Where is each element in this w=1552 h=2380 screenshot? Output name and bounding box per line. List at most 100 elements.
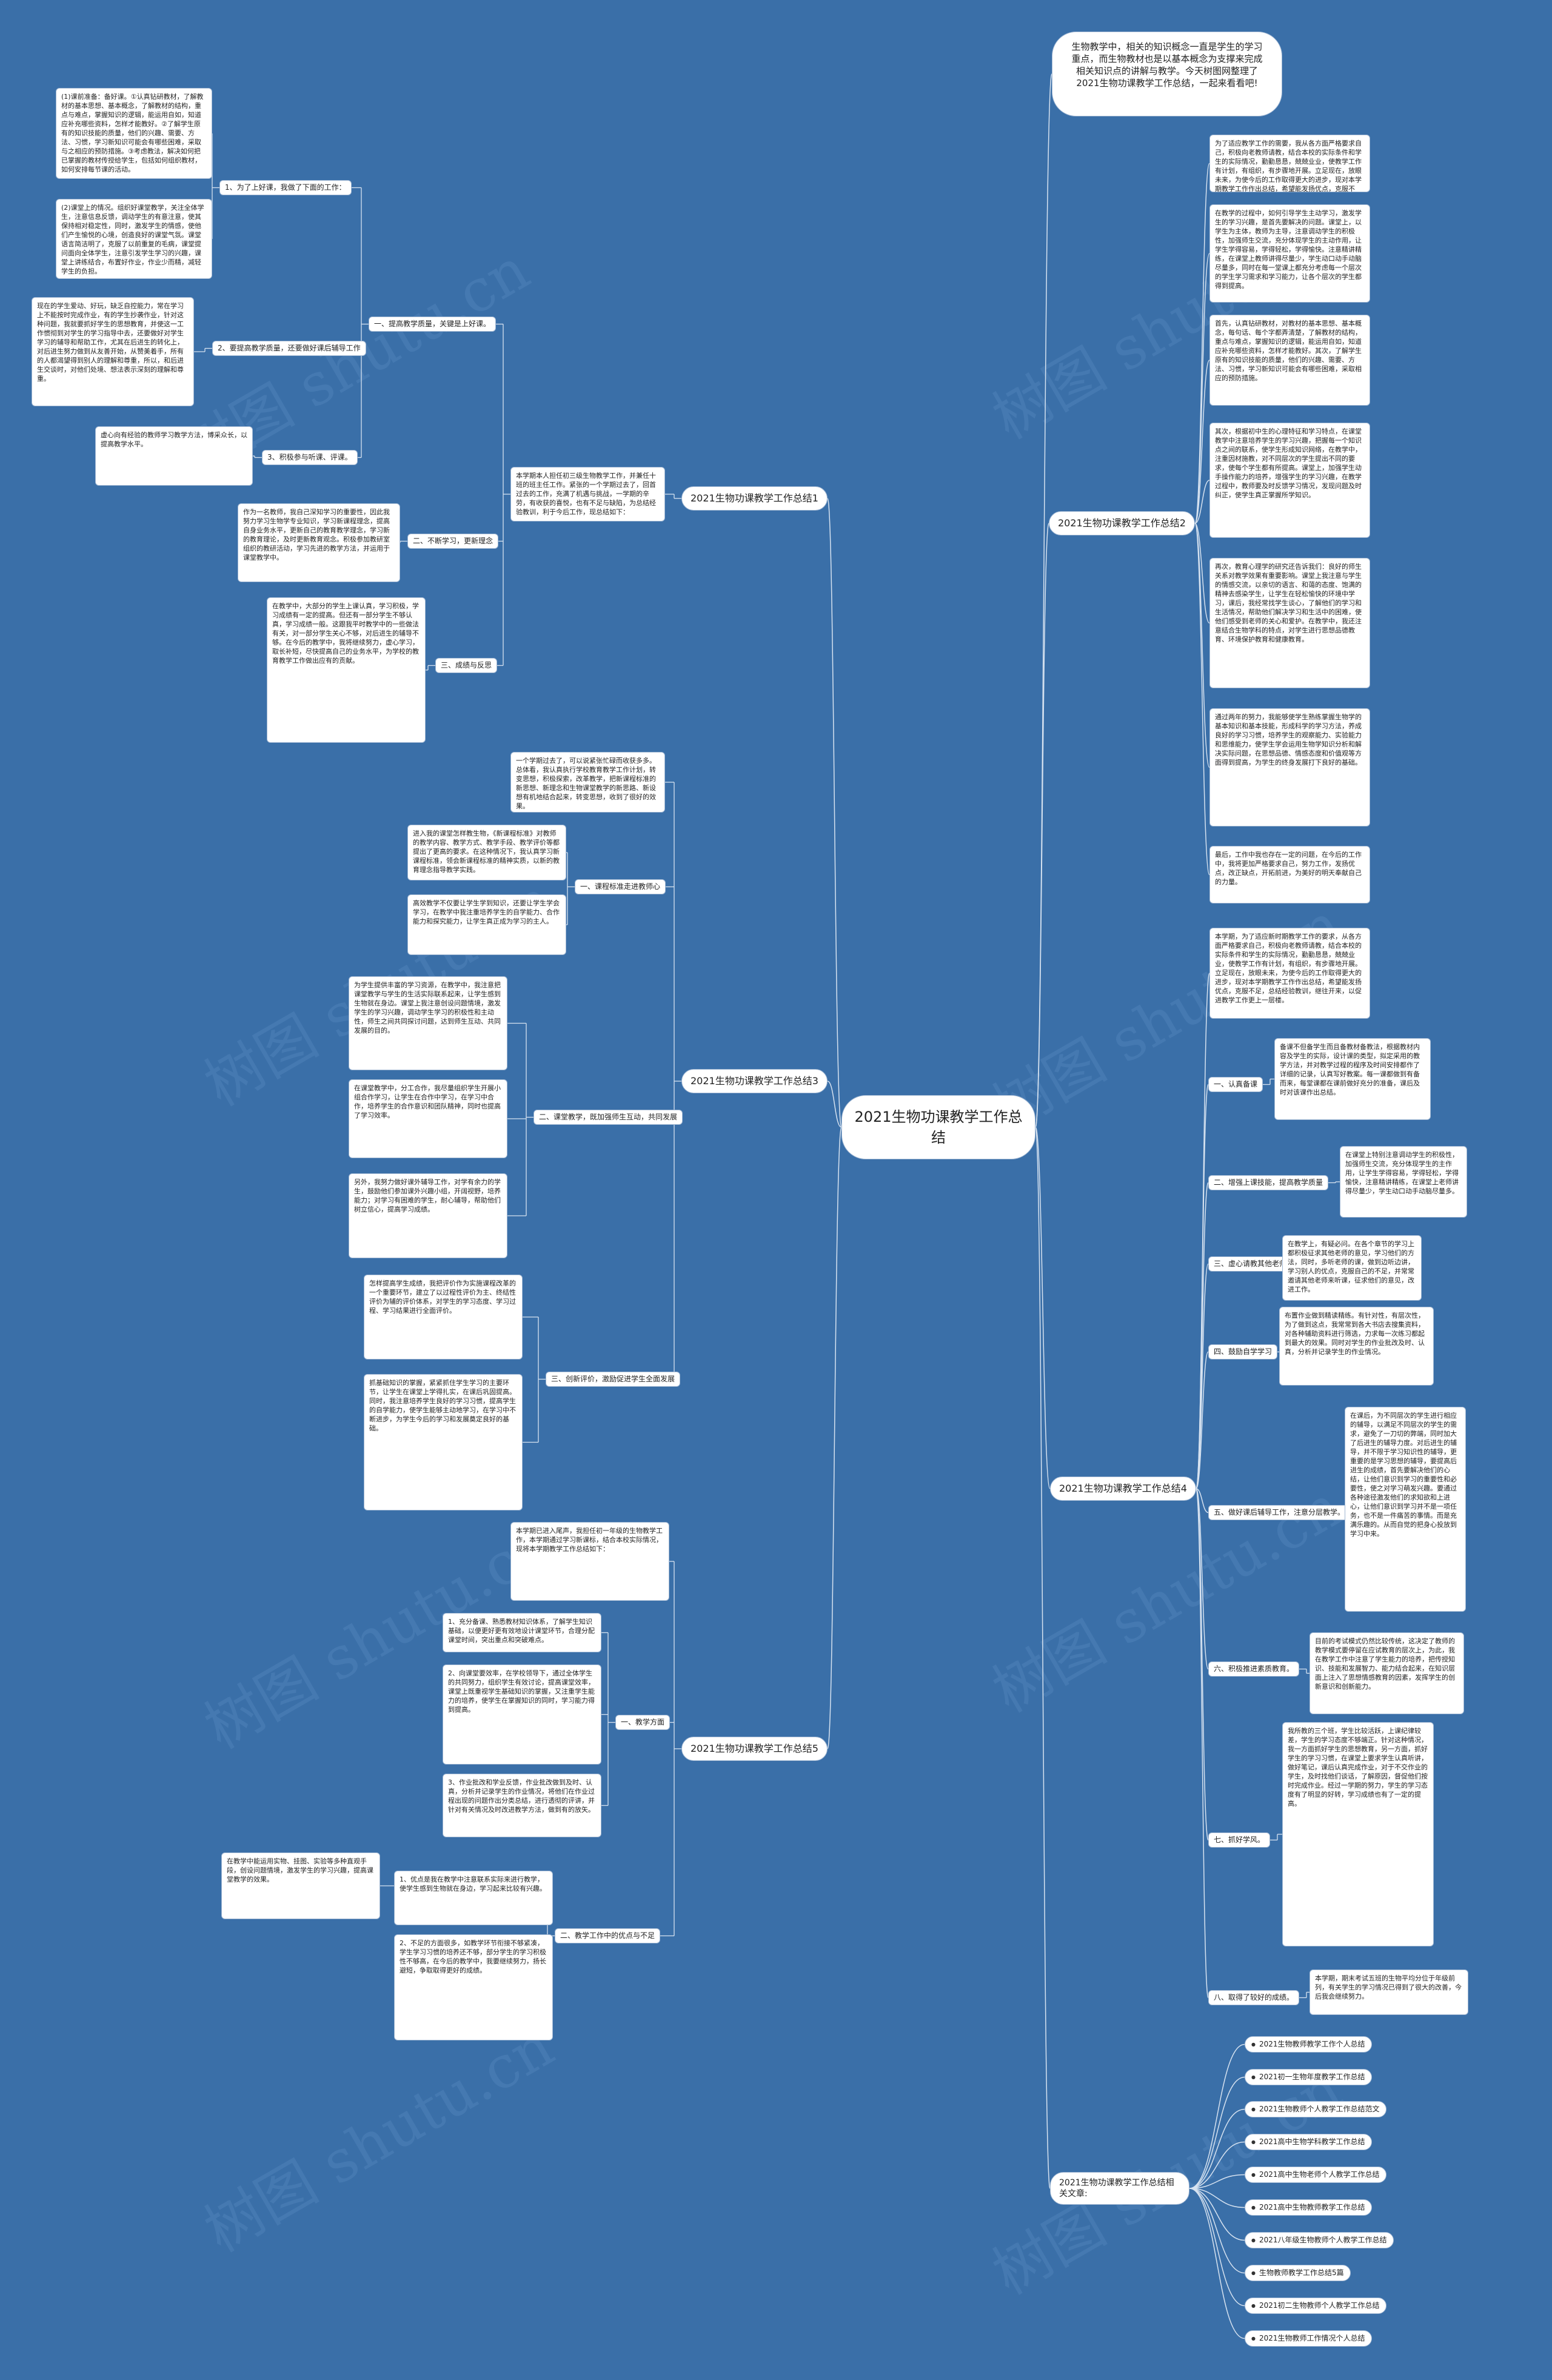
section-2-text: 为了适应教学工作的需要，我从各方面严格要求自己，积极向老教师请教，结合本校的实际… xyxy=(1209,135,1370,192)
section-3-sub-3[interactable]: 三、创新评价，激励促进学生全面发展 xyxy=(546,1372,681,1387)
section-1-text: 虚心向有经验的教师学习教学方法，博采众长，以提高教学水平。 xyxy=(95,426,253,486)
related-article-link[interactable]: 生物教师教学工作总结5篇 xyxy=(1245,2265,1351,2281)
section-5-text: 2、不足的方面很多，如教学环节衔接不够紧凑，学生学习习惯的培养还不够，部分学生的… xyxy=(394,1934,553,2040)
section-2-text: 在教学的过程中，如何引导学生主动学习，激发学生的学习兴趣，是首先要解决的问题。课… xyxy=(1209,204,1370,303)
section-2-text: 首先，认真钻研教材，对教材的基本思想、基本概念，每句话、每个字都弄清楚，了解教材… xyxy=(1209,315,1370,406)
section-5-text: 1、优点是我在教学中注意联系实际来进行教学，使学生感到生物就在身边，学习起来比较… xyxy=(394,1871,553,1925)
related-article-link[interactable]: 2021生物教师工作情况个人总结 xyxy=(1245,2330,1372,2347)
section-4-text: 布置作业做到精读精练。有针对性，有层次性，为了做到这点，我常常到各大书店去搜集资… xyxy=(1279,1307,1434,1386)
related-article-link[interactable]: 2021生物教师个人教学工作总结范文 xyxy=(1245,2101,1386,2117)
section-4-text: 我所教的三个班，学生比较活跃，上课纪律较差，学生的学习态度不够端正。针对这种情况… xyxy=(1282,1722,1434,1946)
connector-line xyxy=(1196,1351,1209,1489)
section-5-sub-1[interactable]: 一、教学方面 xyxy=(615,1715,671,1730)
section-1-sub-1[interactable]: 一、提高教学质量，关键是上好课。 xyxy=(369,317,497,332)
connector-line xyxy=(1189,2108,1245,2189)
connector-line xyxy=(1189,2174,1245,2189)
connector-line xyxy=(1035,1127,1051,2189)
section-4-sub-2[interactable]: 二、增强上课技能，提高教学质量 xyxy=(1208,1175,1329,1190)
section-1-sub-1d[interactable]: 3、积极参与听课、评课。 xyxy=(262,450,358,465)
connector-line xyxy=(1194,253,1210,524)
section-4-sub-6[interactable]: 六、积极推进素质教育。 xyxy=(1208,1661,1300,1677)
section-5-lead: 本学期已进入尾声，我担任初一年级的生物教学工作，本学期通过学习新课标，结合本校实… xyxy=(510,1522,669,1601)
connector-line xyxy=(1194,523,1210,768)
connector-line xyxy=(827,498,842,1128)
section-2-text: 再次，教育心理学的研究还告诉我们：良好的师生关系对教学效果有重要影响。课堂上我注… xyxy=(1209,558,1370,688)
section-3-text: 高效教学不仅要让学生学到知识，还要让学生学会学习，在教学中我注重培养学生的自学能… xyxy=(407,894,566,955)
section-3-lead: 一个学期过去了，可以说紧张忙碌而收获多多。总体看，我认真执行学校教育教学工作计划… xyxy=(510,752,665,813)
section-1-sub-1a[interactable]: 1、为了上好课，我做了下面的工作： xyxy=(219,180,352,195)
related-article-link[interactable]: 2021生物教师教学工作个人总结 xyxy=(1245,2036,1372,2053)
connector-line xyxy=(827,1081,842,1128)
section-4-sub-7[interactable]: 七、抓好学风。 xyxy=(1208,1832,1271,1848)
section-3-text: 抓基础知识的掌握，紧紧抓住学生学习的主要环节，让学生在课堂上学得扎实，在课后巩固… xyxy=(364,1374,523,1510)
section-4-text: 备课不但备学生而且备教材备教法，根据教材内容及学生的实际，设计课的类型，拟定采用… xyxy=(1274,1038,1431,1120)
connector-line xyxy=(1194,480,1210,524)
root-node[interactable]: 2021生物功课教学工作总结 xyxy=(841,1095,1035,1159)
related-articles-title[interactable]: 2021生物功课教学工作总结相关文章: xyxy=(1050,2172,1189,2205)
section-2-text: 通过两年的努力，我能够使学生熟练掌握生物学的基本知识和基本技能，形成科学的学习方… xyxy=(1209,708,1370,826)
section-4-sub-1[interactable]: 一、认真备课 xyxy=(1208,1077,1263,1092)
section-3-sub-2[interactable]: 二、课堂教学，既加强师生互动，共同发展 xyxy=(534,1110,683,1125)
section-3-sub-1[interactable]: 一、课程标准走进教师心 xyxy=(575,879,666,894)
related-article-link[interactable]: 2021初二生物教师个人教学工作总结 xyxy=(1245,2298,1386,2314)
related-article-link[interactable]: 2021高中生物学科教学工作总结 xyxy=(1245,2134,1372,2150)
section-4-text: 在教学上，有疑必问。在各个章节的学习上都积极征求其他老师的意见，学习他们的方法，… xyxy=(1282,1235,1422,1301)
intro-node[interactable]: 生物教学中，相关的知识概念一直是学生的学习重点，而生物教材也是以基本概念为支撑来… xyxy=(1052,32,1282,116)
section-1-sub-3[interactable]: 三、成绩与反思 xyxy=(435,658,498,673)
section-4-sub-8[interactable]: 八、取得了较好的成绩。 xyxy=(1208,1990,1300,2005)
connector-line xyxy=(827,1127,842,1749)
section-3-title[interactable]: 2021生物功课教学工作总结3 xyxy=(681,1069,828,1093)
section-4-lead: 本学期，为了适应新时期教学工作的要求，从各方面严格要求自己，积极向老教师请教，结… xyxy=(1209,928,1370,1019)
connector-line xyxy=(1194,523,1210,876)
connector-line xyxy=(1196,1488,1209,1670)
section-5-sub-2[interactable]: 二、教学工作中的优点与不足 xyxy=(555,1928,661,1943)
section-1-title[interactable]: 2021生物功课教学工作总结1 xyxy=(681,486,828,511)
connector-line xyxy=(1189,2141,1245,2189)
connector-line xyxy=(1189,2188,1245,2208)
section-5-text: 1、充分备课、熟悉教材知识体系，了解学生知识基础，以便更好更有效地设计课堂环节，… xyxy=(443,1613,601,1652)
section-1-text: (2)课堂上的情况。组织好课堂教学，关注全体学生，注意信息反馈，调动学生的有意注… xyxy=(56,199,212,279)
connector-line xyxy=(1189,2188,1245,2307)
connector-line xyxy=(1189,2076,1245,2189)
section-4-text: 本学期，期末考试五班的生物平均分位于年级前列，有关学生的学习情况已得到了很大的改… xyxy=(1310,1969,1468,2015)
section-1-lead: 本学期本人担任初三级生物教学工作，并兼任十班的班主任工作。紧张的一个学期过去了，… xyxy=(510,467,665,521)
related-article-link[interactable]: 2021高中生物老师个人教学工作总结 xyxy=(1245,2167,1386,2183)
connector-line xyxy=(1196,1488,1209,1513)
connector-line xyxy=(1196,1488,1209,1999)
section-5-text: 2、向课堂要效率，在学校领导下，通过全体学生的共同努力，组织学生有效讨论，提高课… xyxy=(443,1664,601,1765)
section-3-text: 进入我的课堂怎样教生物，《新课程标准》对教师的教学内容、教学方式、教学手段、教学… xyxy=(407,825,566,880)
connector-line xyxy=(1189,2043,1245,2189)
connector-line xyxy=(1194,523,1210,624)
section-4-title[interactable]: 2021生物功课教学工作总结4 xyxy=(1050,1477,1196,1501)
section-2-text: 最后，工作中我也存在一定的问题，在今后的工作中，我将更加严格要求自己，努力工作，… xyxy=(1209,846,1370,903)
section-4-sub-5[interactable]: 五、做好课后辅导工作，注意分层教学。 xyxy=(1208,1505,1351,1520)
connector-line xyxy=(1035,1127,1051,1489)
connector-line xyxy=(1189,2188,1245,2339)
section-1-text: 现在的学生爱动、好玩，缺乏自控能力，常在学习上不能按时完成作业，有的学生抄袭作业… xyxy=(32,297,194,406)
section-5-title[interactable]: 2021生物功课教学工作总结5 xyxy=(681,1737,828,1761)
section-1-text: 在教学中，大部分的学生上课认真，学习积极，学习成绩有一定的提高。但还有一部分学生… xyxy=(267,597,426,743)
connector-line xyxy=(1189,2188,1245,2241)
section-5-text: 在教学中能运用实物、挂图、实验等多种直观手段，创设问题情境，激发学生的学习兴趣，… xyxy=(221,1852,380,1919)
section-2-title[interactable]: 2021生物功课教学工作总结2 xyxy=(1049,511,1195,535)
connector-line xyxy=(1196,1263,1209,1489)
section-1-text: (1)课前准备：备好课。①认真钻研教材，了解教材的基本思想、基本概念，了解教材的… xyxy=(56,88,212,179)
section-3-text: 为学生提供丰富的学习资源，在教学中，我注意把课堂教学与学生的生活实际联系起来，让… xyxy=(349,976,507,1070)
related-article-link[interactable]: 2021高中生物教师教学工作总结 xyxy=(1245,2199,1372,2216)
related-article-link[interactable]: 2021八年级生物教师个人教学工作总结 xyxy=(1245,2232,1394,2248)
connector-line xyxy=(1194,360,1210,524)
section-1-text: 作为一名教师，我自己深知学习的重要性，因此我努力学习生物学专业知识，学习新课程理… xyxy=(238,503,400,582)
section-4-text: 在课后，为不同层次的学生进行相应的辅导，以满足不同层次的学生的需求，避免了一刀切… xyxy=(1345,1407,1466,1612)
connector-line xyxy=(1196,1182,1209,1489)
section-2-text: 其次，根据初中生的心理特征和学习特点，在课堂教学中注意培养学生的学习兴趣，把握每… xyxy=(1209,423,1370,538)
section-1-sub-2[interactable]: 二、不断学习，更新理念 xyxy=(407,534,499,549)
section-5-text: 3、作业批改和学业反馈，作业批改做到及时、认真，分析并记录学生的作业情况，将他们… xyxy=(443,1774,601,1837)
section-1-sub-1c[interactable]: 2、要提高教学质量，还要做好课后辅导工作 xyxy=(212,341,366,356)
section-3-text: 另外，我努力做好课外辅导工作，对学有余力的学生，鼓励他们参加课外兴趣小组，开阔视… xyxy=(349,1173,507,1258)
connector-line xyxy=(1189,2188,1245,2274)
section-4-text: 在课堂上特别注意调动学生的积极性，加强师生交流，充分体现学生的主作用，让学生学得… xyxy=(1340,1146,1467,1218)
section-4-sub-4[interactable]: 四、鼓励自学学习 xyxy=(1208,1344,1278,1359)
section-3-text: 在课堂教学中，分工合作，我尽量组织学生开展小组合作学习，让学生在合作中学习，在学… xyxy=(349,1079,507,1158)
section-4-text: 目前的考试模式仍然比较传统，这决定了教师的教学模式要停留在应试教育的层次上，为此… xyxy=(1310,1632,1464,1714)
related-article-link[interactable]: 2021初一生物年度教学工作总结 xyxy=(1245,2069,1372,2085)
